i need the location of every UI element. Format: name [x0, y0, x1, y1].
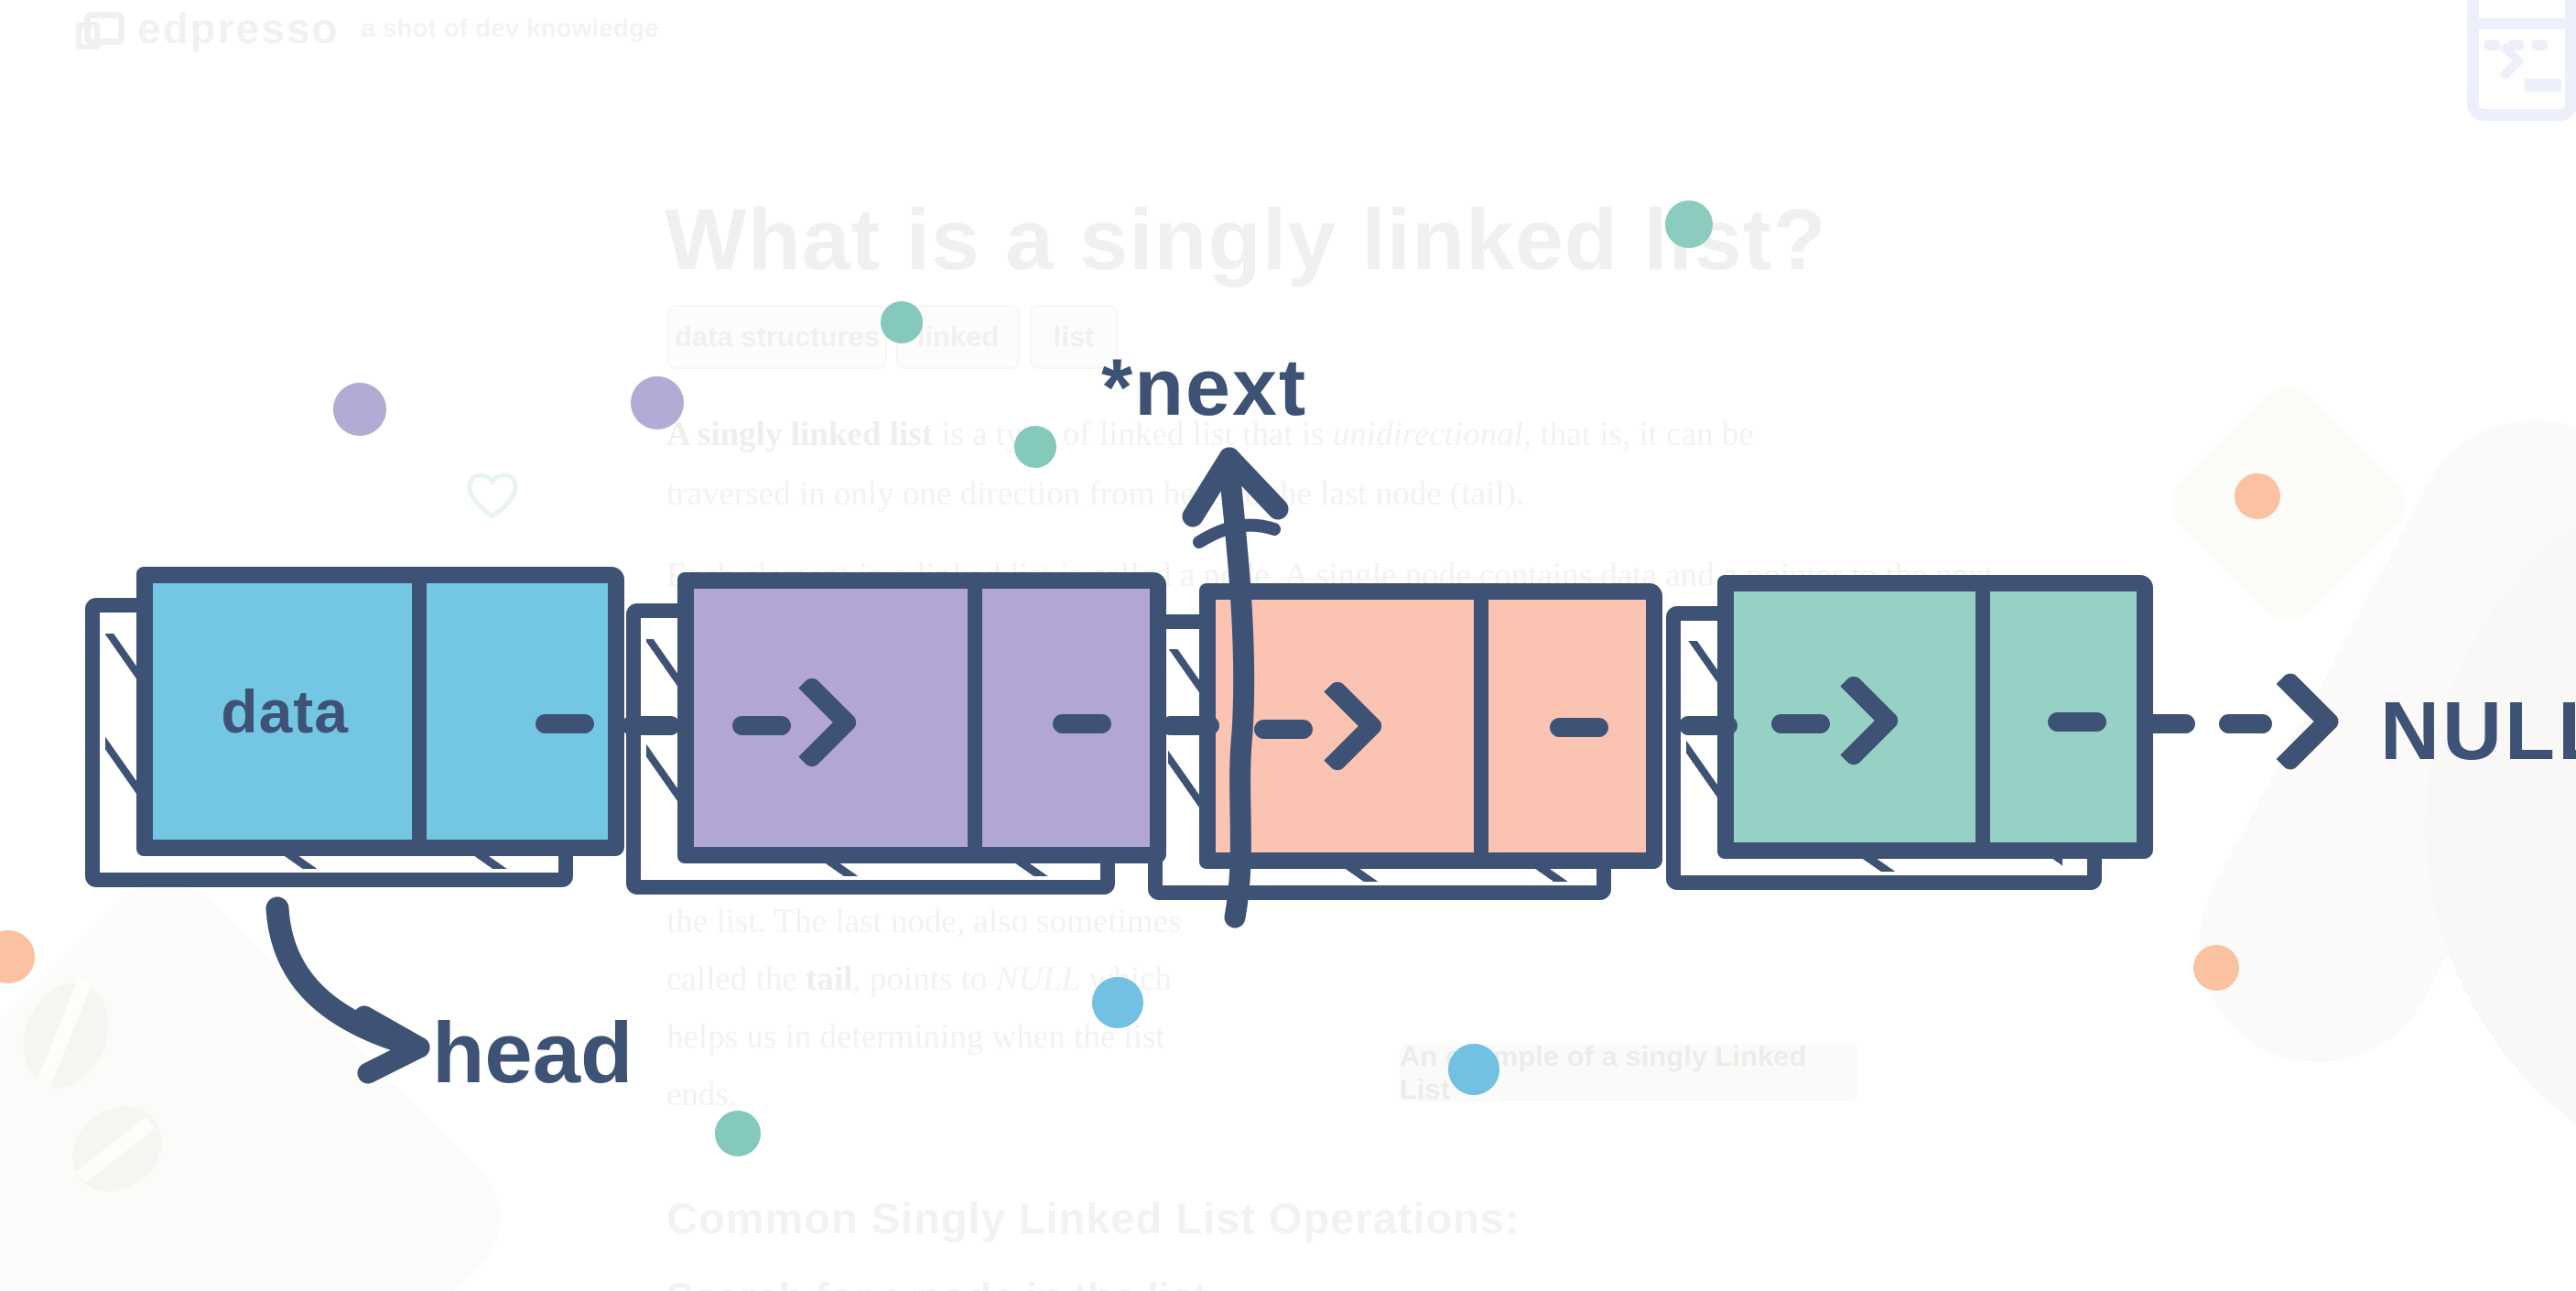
- linked-list-node-1: data: [136, 567, 624, 856]
- decor-dot: [1448, 1044, 1499, 1095]
- logo-text: edpresso: [137, 5, 340, 52]
- brand-bar[interactable]: edpresso a shot of dev knowledge: [76, 4, 659, 53]
- decor-dot: [333, 383, 386, 436]
- pointer-dash: [1254, 720, 1313, 739]
- coffee-cup-icon: [76, 12, 124, 49]
- paragraph-line: ends.: [666, 1076, 738, 1113]
- terminal-icon-chrome: [2467, 18, 2576, 29]
- decor-dot: [715, 1111, 761, 1156]
- decor-dot: [1014, 426, 1056, 468]
- pointer-dash: [2219, 714, 2272, 733]
- head-arrow-barb: [353, 1005, 430, 1058]
- terminal-icon-dash: [2508, 40, 2524, 50]
- paragraph-line: helps us in determining when the list: [666, 1018, 1165, 1056]
- pointer-dash: [1550, 718, 1608, 737]
- decor-dot: [2193, 945, 2239, 991]
- next-label: *next: [1101, 342, 1308, 432]
- null-italic: NULL: [995, 960, 1081, 998]
- decor-dot: [881, 301, 923, 343]
- intro-bold: A singly linked list: [666, 416, 933, 453]
- intro-text: is a type of linked list that is: [932, 416, 1333, 453]
- terminal-icon-dash: [2532, 40, 2548, 50]
- pointer-dash: [622, 716, 680, 735]
- tag-data-structures[interactable]: data structures: [667, 305, 887, 369]
- paragraph-line: traversed in only one direction from hea…: [666, 475, 1525, 513]
- node-divider: [1474, 594, 1488, 858]
- node-divider: [412, 578, 428, 845]
- paragraph-line: called the tail, points to NULL which: [666, 950, 1307, 1008]
- head-label: head: [432, 1004, 633, 1101]
- tail-text: called the: [666, 960, 806, 998]
- tag-list[interactable]: list: [1030, 305, 1118, 369]
- operations-heading: Common Singly Linked List Operations:: [666, 1194, 1521, 1242]
- decor-dot: [1665, 201, 1713, 248]
- pointer-dash: [536, 714, 594, 733]
- paragraph-intro: A singly linked list is a type of linked…: [666, 405, 2058, 524]
- heart-icon[interactable]: [463, 469, 522, 522]
- paragraph-tail-desc: the list. The last node, also sometimes …: [666, 893, 1307, 1123]
- decor-dot: [0, 930, 35, 983]
- pointer-dash: [1161, 716, 1219, 735]
- intro-text: , that is, it can be: [1523, 416, 1754, 453]
- pointer-dash: [1679, 716, 1737, 735]
- node-divider: [967, 583, 982, 852]
- node-divider: [1975, 586, 1990, 848]
- pointer-dash: [1771, 714, 1830, 733]
- tail-bold: tail: [806, 960, 853, 998]
- decor-dot: [1092, 977, 1143, 1028]
- page-title: What is a singly linked list?: [665, 191, 1827, 288]
- tail-text: , points to: [852, 960, 996, 998]
- decor-dot: [631, 376, 684, 429]
- pointer-dash: [2144, 714, 2195, 733]
- pointer-dash: [2048, 712, 2106, 732]
- next-arrow-feather: [1193, 518, 1281, 548]
- decor-dot: [2235, 473, 2280, 519]
- pointer-dash: [1053, 714, 1111, 733]
- terminal-underscore-icon: [2525, 79, 2561, 92]
- pointer-dash: [732, 716, 791, 735]
- search-heading: Search for a node in the list: [666, 1275, 1207, 1291]
- paragraph-line: A singly linked list is a type of linked…: [666, 405, 2058, 464]
- intro-italic: unidirectional: [1332, 416, 1524, 453]
- node-data-label: data: [221, 678, 349, 745]
- null-label: NULL: [2380, 686, 2576, 777]
- paragraph-line: the list. The last node, also sometimes: [666, 903, 1182, 940]
- logo-tagline: a shot of dev knowledge: [361, 14, 659, 42]
- terminal-icon-dash: [2484, 40, 2500, 50]
